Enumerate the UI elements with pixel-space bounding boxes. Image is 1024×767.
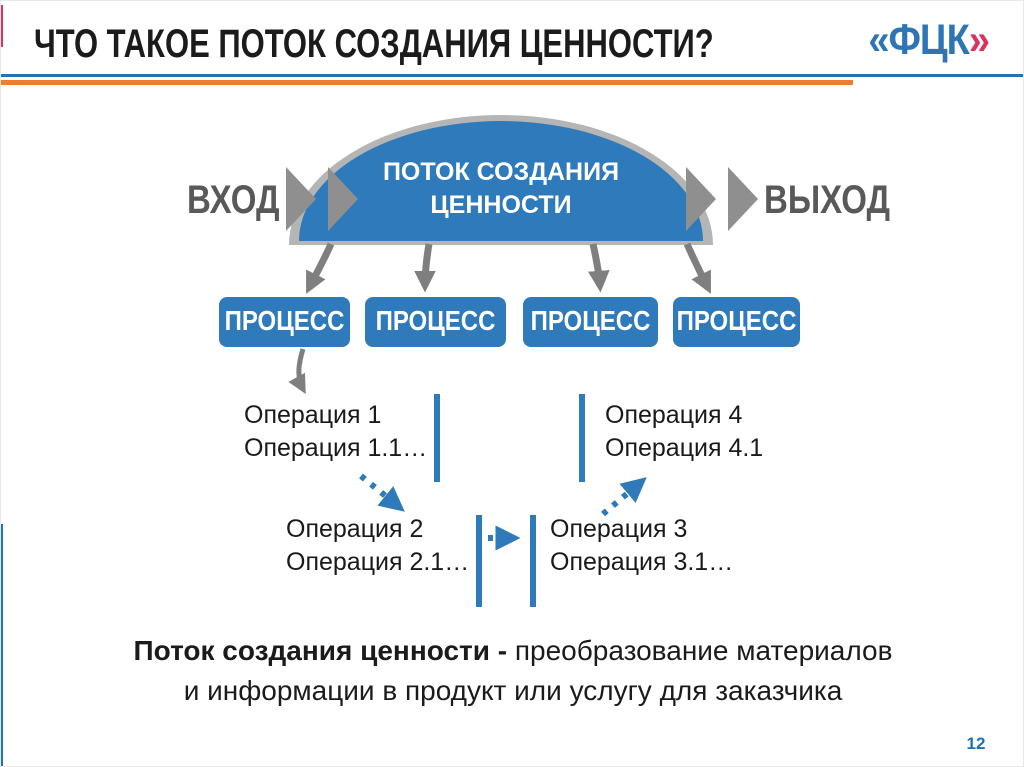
input-chevron-icon bbox=[286, 167, 316, 231]
operation-1-block: Операция 1 Операция 1.1… bbox=[244, 399, 427, 465]
left-edge-accent-red bbox=[1, 5, 3, 47]
slide-title: ЧТО ТАКОЕ ПОТОК СОЗДАНИЯ ЦЕННОСТИ? bbox=[34, 21, 714, 66]
output-chevron-icon bbox=[728, 167, 758, 231]
process-box-1: ПРОЦЕСС bbox=[219, 297, 350, 347]
separator-bar bbox=[530, 515, 536, 607]
dome-to-process-arrow bbox=[683, 242, 712, 294]
process-box-2: ПРОЦЕСС bbox=[365, 297, 506, 347]
operation-3-block: Операция 3 Операция 3.1… bbox=[550, 513, 733, 579]
dome-shape bbox=[299, 121, 703, 241]
dome-label-line2: ЦЕННОСТИ bbox=[430, 191, 572, 219]
dome-label-line1: ПОТОК СОЗДАНИЯ bbox=[382, 158, 620, 186]
header-rule-orange bbox=[1, 80, 853, 85]
operation-2-block: Операция 2 Операция 2.1… bbox=[286, 513, 469, 579]
header-rule-blue bbox=[1, 74, 1023, 77]
logo-open-bracket: « bbox=[868, 17, 889, 65]
operation1-to-operation2-dotted-arrow bbox=[359, 473, 405, 512]
definition-text: Поток создания ценности - преобразование… bbox=[1, 631, 1023, 711]
definition-line2: и информации в продукт или услугу для за… bbox=[183, 675, 843, 706]
process-to-operation-arrow bbox=[288, 348, 306, 395]
input-label: ВХОД bbox=[187, 177, 280, 222]
operation3-to-operation4-dotted-arrow bbox=[601, 477, 647, 517]
separator-bar bbox=[476, 515, 482, 607]
dome-to-process-arrow bbox=[305, 242, 335, 294]
operation-1-line1: Операция 1 bbox=[244, 401, 382, 429]
process-box-3-label: ПРОЦЕСС bbox=[530, 305, 651, 337]
process-box-4-label: ПРОЦЕСС bbox=[676, 305, 797, 337]
output-label: ВЫХОД bbox=[764, 177, 891, 222]
operation-1-line2: Операция 1.1… bbox=[244, 434, 428, 462]
process-box-3: ПРОЦЕСС bbox=[523, 297, 658, 347]
output-chevron-icon bbox=[686, 167, 716, 231]
separator-bar bbox=[434, 394, 440, 482]
page-number: 12 bbox=[966, 734, 986, 753]
operation-3-line1: Операция 3 bbox=[550, 515, 688, 543]
dome-to-process-arrow bbox=[414, 243, 436, 293]
process-box-2-label: ПРОЦЕСС bbox=[375, 305, 496, 337]
operation-2-line1: Операция 2 bbox=[286, 515, 424, 543]
definition-term: Поток создания ценности - bbox=[133, 635, 515, 666]
process-box-1-label: ПРОЦЕСС bbox=[224, 305, 345, 337]
definition-line1: Поток создания ценности - преобразование… bbox=[1, 631, 1023, 671]
operation-4-line1: Операция 4 bbox=[605, 401, 743, 429]
definition-rest: преобразование материалов bbox=[514, 635, 893, 666]
process-box-4: ПРОЦЕСС bbox=[673, 297, 800, 347]
logo-letters: ФЦК bbox=[888, 17, 969, 65]
operation-4-line2: Операция 4.1 bbox=[605, 434, 764, 462]
dome-label: ПОТОК СОЗДАНИЯ ЦЕННОСТИ bbox=[341, 156, 661, 222]
separator-bar bbox=[579, 394, 585, 482]
input-chevron-icon bbox=[328, 167, 358, 231]
logo-close-bracket: » bbox=[968, 17, 990, 65]
dome-to-process-arrow bbox=[588, 243, 610, 293]
operation-4-block: Операция 4 Операция 4.1 bbox=[605, 399, 763, 465]
operation-2-line2: Операция 2.1… bbox=[286, 548, 470, 576]
operation-3-line2: Операция 3.1… bbox=[550, 548, 734, 576]
fck-logo: «ФЦК» bbox=[868, 17, 990, 65]
left-edge-accent-blue bbox=[1, 524, 3, 766]
